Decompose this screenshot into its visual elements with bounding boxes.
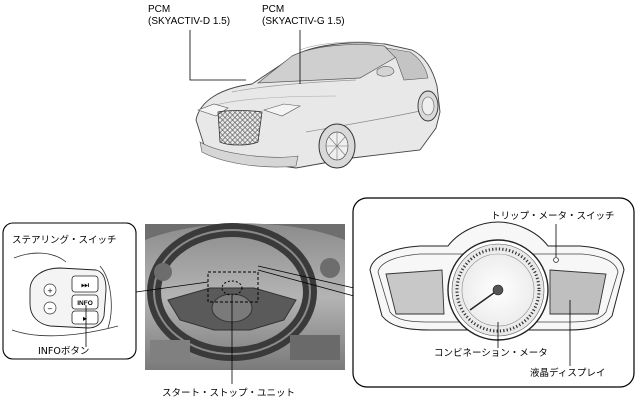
pcm-d-label: PCM (SKYACTIV-D 1.5) — [148, 4, 230, 28]
pcm-d-label-line2: (SKYACTIV-D 1.5) — [148, 16, 230, 28]
steering-switch-label: ステアリング・スイッチ — [12, 235, 117, 247]
info-button-label: INFOボタン — [38, 346, 89, 358]
start-stop-unit-label: スタート・ストップ・ユニット — [162, 388, 295, 400]
pcm-d-label-line1: PCM — [148, 4, 230, 16]
pcm-g-label: PCM (SKYACTIV-G 1.5) — [262, 4, 345, 28]
svg-text:▸: ▸ — [83, 314, 87, 323]
lcd-display-label: 液晶ディスプレイ — [530, 368, 605, 380]
svg-text:⏭: ⏭ — [81, 281, 89, 291]
pcm-g-label-line2: (SKYACTIV-G 1.5) — [262, 16, 345, 28]
car-illustration-icon — [196, 42, 440, 168]
info-key-text: INFO — [77, 300, 93, 307]
pcm-g-label-line1: PCM — [262, 4, 345, 16]
trip-meter-switch-label: トリップ・メータ・スイッチ — [491, 211, 615, 223]
combination-meter-label: コンビネーション・メータ — [434, 348, 548, 360]
pcm-d-leader — [190, 30, 246, 80]
svg-text:−: − — [47, 305, 53, 313]
svg-text:+: + — [47, 287, 53, 295]
dashboard-photo-icon — [145, 224, 345, 371]
